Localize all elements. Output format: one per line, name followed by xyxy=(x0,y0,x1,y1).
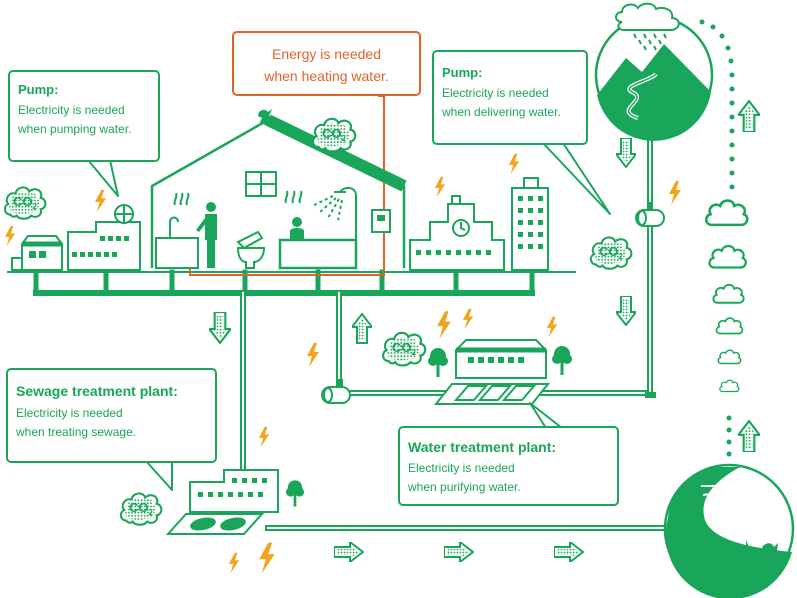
callout-title: Water treatment plant: xyxy=(408,439,557,455)
co2-cloud: CO2 xyxy=(381,331,427,367)
co2-cloud: CO2 xyxy=(589,236,633,270)
river-sea-icon xyxy=(663,463,795,598)
flow-arrow-down-icon xyxy=(209,312,231,344)
co2-cloud: CO2 xyxy=(3,186,47,220)
callout-text: Energy is needed xyxy=(272,46,381,62)
flow-arrow-right-icon xyxy=(554,542,584,562)
pump-callout-left: Pump: Electricity is needed when pumping… xyxy=(8,70,160,162)
pump-station-windows xyxy=(72,236,129,257)
callout-text: when pumping water. xyxy=(18,122,132,136)
pump-icon xyxy=(321,379,351,404)
svg-text:CO2: CO2 xyxy=(322,126,347,143)
callout-tails xyxy=(87,142,611,491)
flow-arrow-up-icon xyxy=(738,420,760,452)
pump-station-left xyxy=(11,204,141,271)
callout-text: when treating sewage. xyxy=(16,425,137,439)
electricity-bolt-icons xyxy=(5,153,681,574)
callout-text: when purifying water. xyxy=(408,480,521,494)
kitchen-sink xyxy=(155,192,199,269)
bird-icon xyxy=(258,109,272,118)
tree-icon xyxy=(552,346,572,375)
evaporation-path xyxy=(699,19,749,457)
flow-arrow-up-icon xyxy=(352,312,372,344)
water-treatment-plant xyxy=(433,339,551,405)
heating-callout: Energy is needed when heating water. xyxy=(232,31,421,96)
flow-arrow-right-icon xyxy=(444,542,474,562)
sewage-callout: Sewage treatment plant: Electricity is n… xyxy=(6,368,217,463)
co2-cloud: CO2 xyxy=(119,492,163,526)
pump-callout-right: Pump: Electricity is needed when deliver… xyxy=(432,50,588,145)
callout-text: Electricity is needed xyxy=(408,461,515,475)
callout-text: when delivering water. xyxy=(442,105,561,119)
mountain-source-icon xyxy=(594,2,714,141)
flow-arrow-down-icon xyxy=(616,138,636,168)
callout-text: Electricity is needed xyxy=(18,103,125,117)
svg-text:CO2: CO2 xyxy=(129,500,154,517)
tree-icon xyxy=(428,348,448,377)
callout-title: Sewage treatment plant: xyxy=(16,383,178,399)
water-plant-windows xyxy=(468,357,524,363)
callout-text: Electricity is needed xyxy=(442,86,549,100)
callout-text: when heating water. xyxy=(264,68,389,84)
callout-title: Pump: xyxy=(18,82,59,97)
flow-arrow-up-icon xyxy=(738,100,760,132)
svg-text:CO2: CO2 xyxy=(599,244,624,261)
building-windows xyxy=(416,196,543,255)
tree-icon xyxy=(286,480,304,507)
pump-icon xyxy=(635,202,665,227)
flow-arrow-down-icon xyxy=(616,296,636,326)
shower-icon xyxy=(311,186,357,268)
toilet-icon xyxy=(236,230,266,269)
callout-text: Electricity is needed xyxy=(16,406,123,420)
svg-text:CO2: CO2 xyxy=(392,340,417,357)
sewage-plant-windows xyxy=(198,478,267,497)
bathtub xyxy=(278,190,358,270)
svg-text:CO2: CO2 xyxy=(13,194,38,211)
callout-title: Pump: xyxy=(442,65,483,80)
sewage-treatment-plant xyxy=(165,469,279,535)
water-treatment-callout: Water treatment plant: Electricity is ne… xyxy=(398,426,619,506)
flow-arrow-right-icon xyxy=(334,542,364,562)
person-icon xyxy=(196,202,217,268)
co2-cloud: CO2 xyxy=(311,117,357,153)
town-buildings xyxy=(409,177,549,271)
